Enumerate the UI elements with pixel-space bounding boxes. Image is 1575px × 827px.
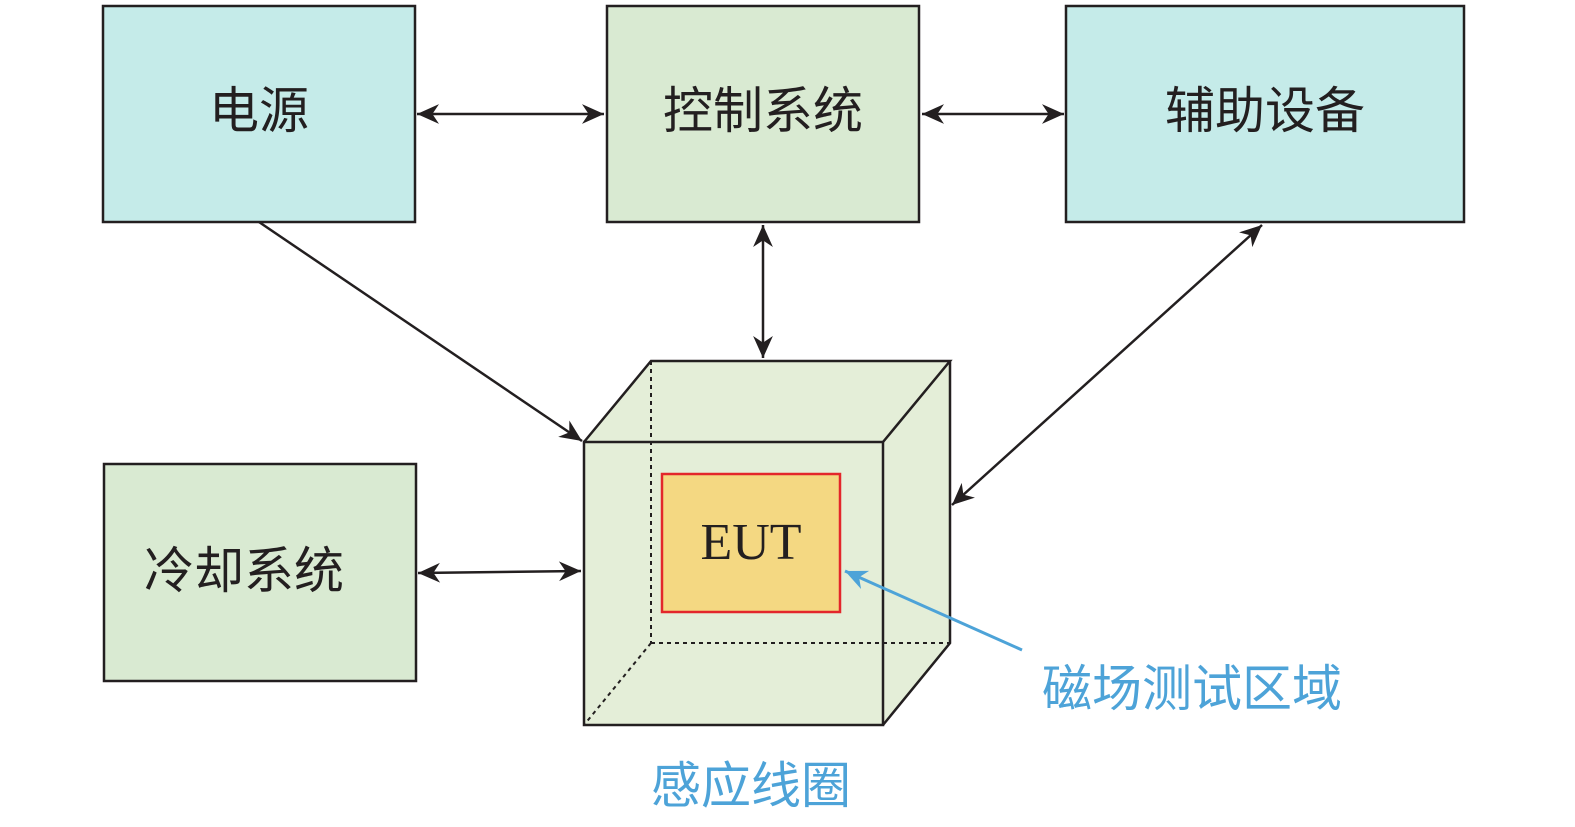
edge-cooling-coil [417, 561, 582, 583]
cooling-node: 冷却系统 [102, 462, 418, 683]
cooling-label: 冷却系统 [144, 542, 344, 600]
control-node: 控制系统 [605, 4, 921, 224]
eut-node: EUT [660, 472, 842, 614]
coil-label: 感应线圈 [651, 757, 851, 815]
test-zone-pointer [844, 569, 1023, 652]
edge-power-coil [258, 220, 583, 443]
eut-label: EUT [700, 514, 801, 571]
auxiliary-box [1064, 4, 1466, 224]
control-box [605, 4, 921, 224]
power-node: 电源 [101, 4, 417, 224]
connectors [258, 104, 1263, 583]
cooling-box [102, 462, 418, 683]
power-label: 电源 [209, 82, 309, 140]
auxiliary-label: 辅助设备 [1165, 82, 1365, 140]
power-box [101, 4, 417, 224]
cube-hidden-edges [583, 361, 950, 726]
cube-visible-edges [582, 359, 953, 727]
test-zone-label: 磁场测试区域 [1042, 660, 1342, 718]
edge-auxiliary-coil [951, 224, 1263, 506]
auxiliary-node: 辅助设备 [1064, 4, 1466, 224]
control-label: 控制系统 [663, 82, 863, 140]
eut-box [660, 472, 842, 614]
